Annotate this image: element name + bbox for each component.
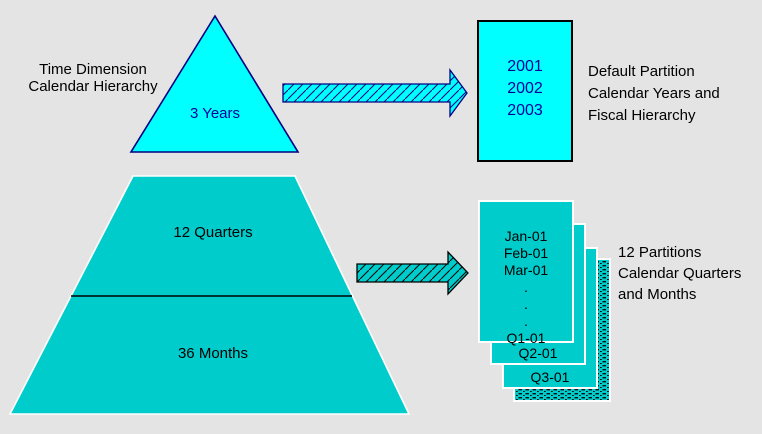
ellipsis-dot: .: [524, 313, 528, 329]
quarter-label: Q3-01: [530, 369, 570, 385]
caption-line: Default Partition: [588, 63, 695, 80]
caption-line: Fiscal Hierarchy: [588, 107, 696, 124]
month-value: Feb-01: [503, 245, 549, 261]
partitions-caption: 12 Partitions Calendar Quarters and Mont…: [618, 242, 762, 305]
quarter-label: Q2-01: [518, 345, 558, 361]
month-value: Jan-01: [504, 228, 548, 244]
ellipsis-dot: .: [524, 279, 528, 295]
ellipsis-dot: .: [524, 296, 528, 312]
quarters-tier-label: 12 Quarters: [173, 224, 253, 241]
arrow-right-icon: [282, 68, 468, 118]
year-value: 2002: [507, 80, 543, 97]
caption-line: and Months: [618, 286, 697, 303]
caption-line: Calendar Quarters: [618, 265, 742, 282]
year-value: 2003: [507, 102, 543, 119]
quarter-label: Q1-01: [506, 330, 546, 346]
caption-line: 12 Partitions: [618, 244, 702, 261]
caption-line: Calendar Years and: [588, 85, 720, 102]
partition-card-q1: Jan-01 Feb-01 Mar-01 . . . Q1-01: [478, 200, 574, 346]
years-pyramid-label: 3 Years: [189, 105, 241, 122]
quarters-months-pyramid-shape: [8, 175, 411, 415]
year-value: 2001: [507, 58, 543, 75]
default-partition-caption: Default Partition Calendar Years and Fis…: [588, 61, 748, 127]
years-pyramid-shape: [129, 14, 300, 153]
arrow-right-icon: [356, 250, 469, 296]
months-tier-label: 36 Months: [177, 345, 249, 362]
time-dimension-title: Time Dimension Calendar Hierarchy: [18, 61, 168, 95]
title-line: Time Dimension: [39, 61, 147, 78]
default-partition-box: 2001 2002 2003: [477, 20, 573, 162]
title-line: Calendar Hierarchy: [28, 78, 158, 95]
month-value: Mar-01: [503, 262, 549, 278]
